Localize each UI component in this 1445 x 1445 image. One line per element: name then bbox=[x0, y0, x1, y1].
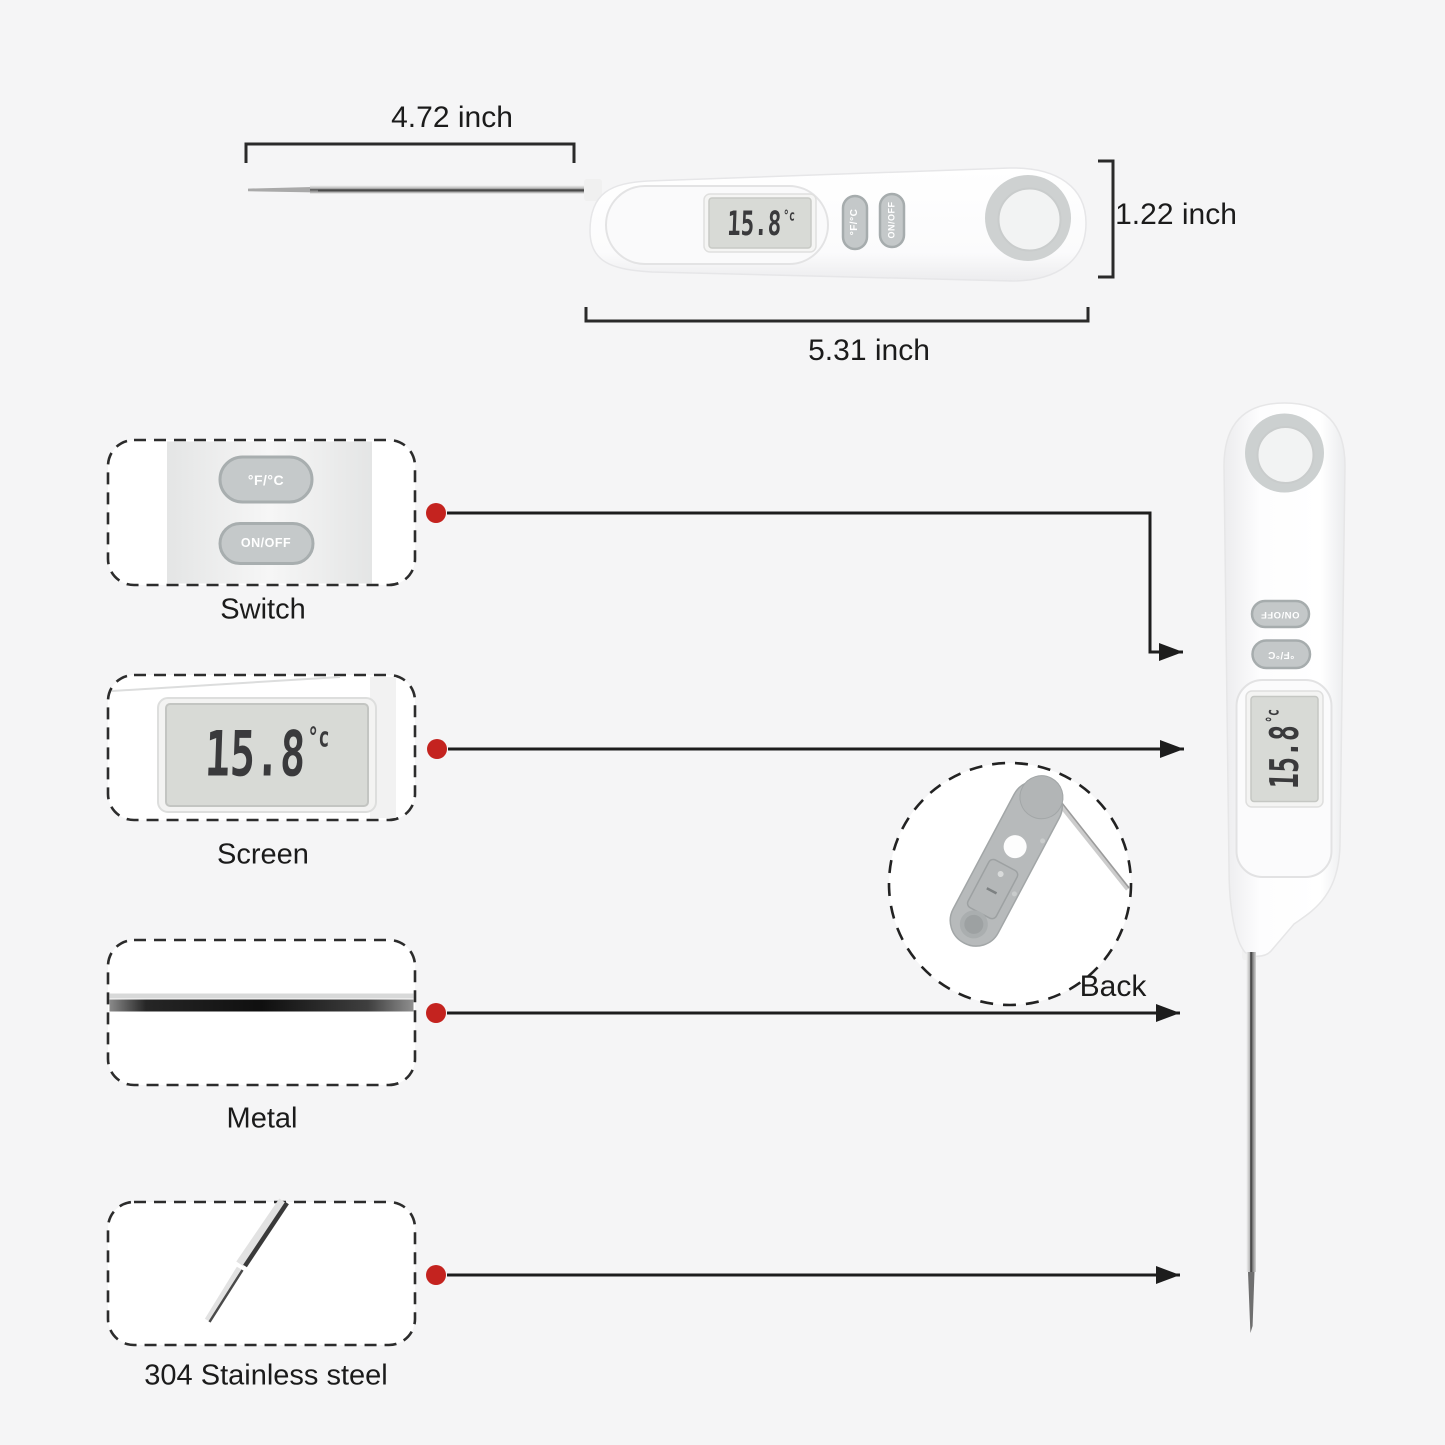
switch-arrow bbox=[447, 511, 1183, 661]
metal-label: Metal bbox=[226, 1102, 298, 1135]
back-screw bbox=[997, 871, 1004, 878]
height-bracket bbox=[1098, 159, 1115, 279]
back-inset bbox=[887, 761, 1133, 1007]
callout-steel-box bbox=[106, 1198, 417, 1347]
back-bump-1 bbox=[1040, 838, 1046, 844]
vert-lcd-unit: °c bbox=[1264, 708, 1284, 724]
probe-length-label: 4.72 inch bbox=[391, 101, 513, 134]
top-probe-connector bbox=[584, 179, 602, 201]
callout-screen-box bbox=[106, 673, 417, 822]
top-lcd bbox=[708, 197, 812, 249]
vert-lcd-readout: 15.8 °c bbox=[1260, 708, 1308, 790]
back-folded-probe bbox=[1054, 797, 1130, 891]
callout-switch-box bbox=[106, 438, 417, 587]
top-lcd-value: 15.8 bbox=[726, 203, 782, 244]
screen-lcd-value: 15.8 bbox=[203, 719, 307, 791]
back-label: Back bbox=[1079, 970, 1147, 1003]
leader-arrows bbox=[447, 511, 1184, 1284]
vert-probe-seam bbox=[1250, 952, 1252, 1272]
probe-length-bracket bbox=[244, 142, 576, 163]
top-unit-button bbox=[841, 194, 869, 251]
switch-unit-button-label: °F/°C bbox=[247, 472, 285, 488]
back-ring-cup-inner bbox=[964, 914, 984, 934]
steel-probe-upper bbox=[243, 1201, 289, 1268]
switch-unit-button bbox=[218, 455, 314, 504]
top-hang-hole bbox=[997, 187, 1062, 252]
vert-lcd bbox=[1250, 695, 1319, 803]
back-slot bbox=[986, 887, 998, 895]
top-power-button bbox=[878, 192, 906, 249]
screen-lcd-unit: °c bbox=[306, 723, 331, 755]
leader-dots bbox=[426, 503, 447, 1285]
vert-lcd-value: 15.8 bbox=[1260, 724, 1308, 790]
back-pivot bbox=[1019, 775, 1064, 820]
metal-rod bbox=[109, 999, 414, 1012]
back-hole bbox=[1003, 835, 1027, 859]
top-probe-tip bbox=[248, 187, 312, 193]
top-lcd-readout: 15.8 °c bbox=[726, 203, 796, 244]
switch-dot bbox=[426, 503, 446, 523]
screen-lcd bbox=[165, 703, 369, 807]
steel-probe-tip bbox=[208, 1269, 244, 1323]
screen-dot bbox=[427, 739, 447, 759]
switch-label: Switch bbox=[220, 593, 306, 626]
vert-hang-hole bbox=[1256, 426, 1315, 484]
top-power-button-label: ON/OFF bbox=[886, 201, 897, 239]
callout-metal-box bbox=[106, 938, 417, 1087]
screen-device-edge bbox=[111, 676, 341, 692]
steel-probe-highlight bbox=[236, 1198, 287, 1267]
height-label: 1.22 inch bbox=[1115, 198, 1237, 231]
switch-power-button bbox=[218, 522, 315, 565]
back-folded-probe-edge bbox=[1057, 797, 1130, 889]
body-length-bracket bbox=[584, 307, 1090, 323]
top-probe-seam bbox=[318, 189, 592, 192]
steel-label: 304 Stainless steel bbox=[144, 1359, 388, 1392]
vert-unit-button bbox=[1251, 639, 1312, 670]
metal-dot bbox=[426, 1003, 446, 1023]
body-length-label: 5.31 inch bbox=[808, 334, 930, 367]
back-device bbox=[949, 775, 1064, 947]
switch-power-button-label: ON/OFF bbox=[240, 535, 292, 550]
vert-power-button bbox=[1250, 599, 1311, 629]
top-unit-button-label: °F/°C bbox=[849, 208, 860, 236]
top-thermometer bbox=[244, 142, 1115, 323]
vert-power-button-label: ON/OFF bbox=[1260, 608, 1300, 620]
back-bump-2 bbox=[1011, 891, 1017, 897]
steel-tip-highlight bbox=[204, 1266, 242, 1322]
steel-dot bbox=[426, 1265, 446, 1285]
vertical-thermometer bbox=[1223, 402, 1346, 1333]
top-probe-shaft bbox=[310, 185, 596, 194]
screen-label: Screen bbox=[217, 838, 309, 871]
screen-lcd-readout: 15.8 °c bbox=[203, 719, 331, 791]
vert-probe-tip bbox=[1248, 1272, 1255, 1333]
vert-unit-button-label: °F/°C bbox=[1267, 649, 1295, 660]
top-lcd-unit: °c bbox=[782, 206, 796, 224]
metal-rod-highlight bbox=[109, 993, 414, 999]
